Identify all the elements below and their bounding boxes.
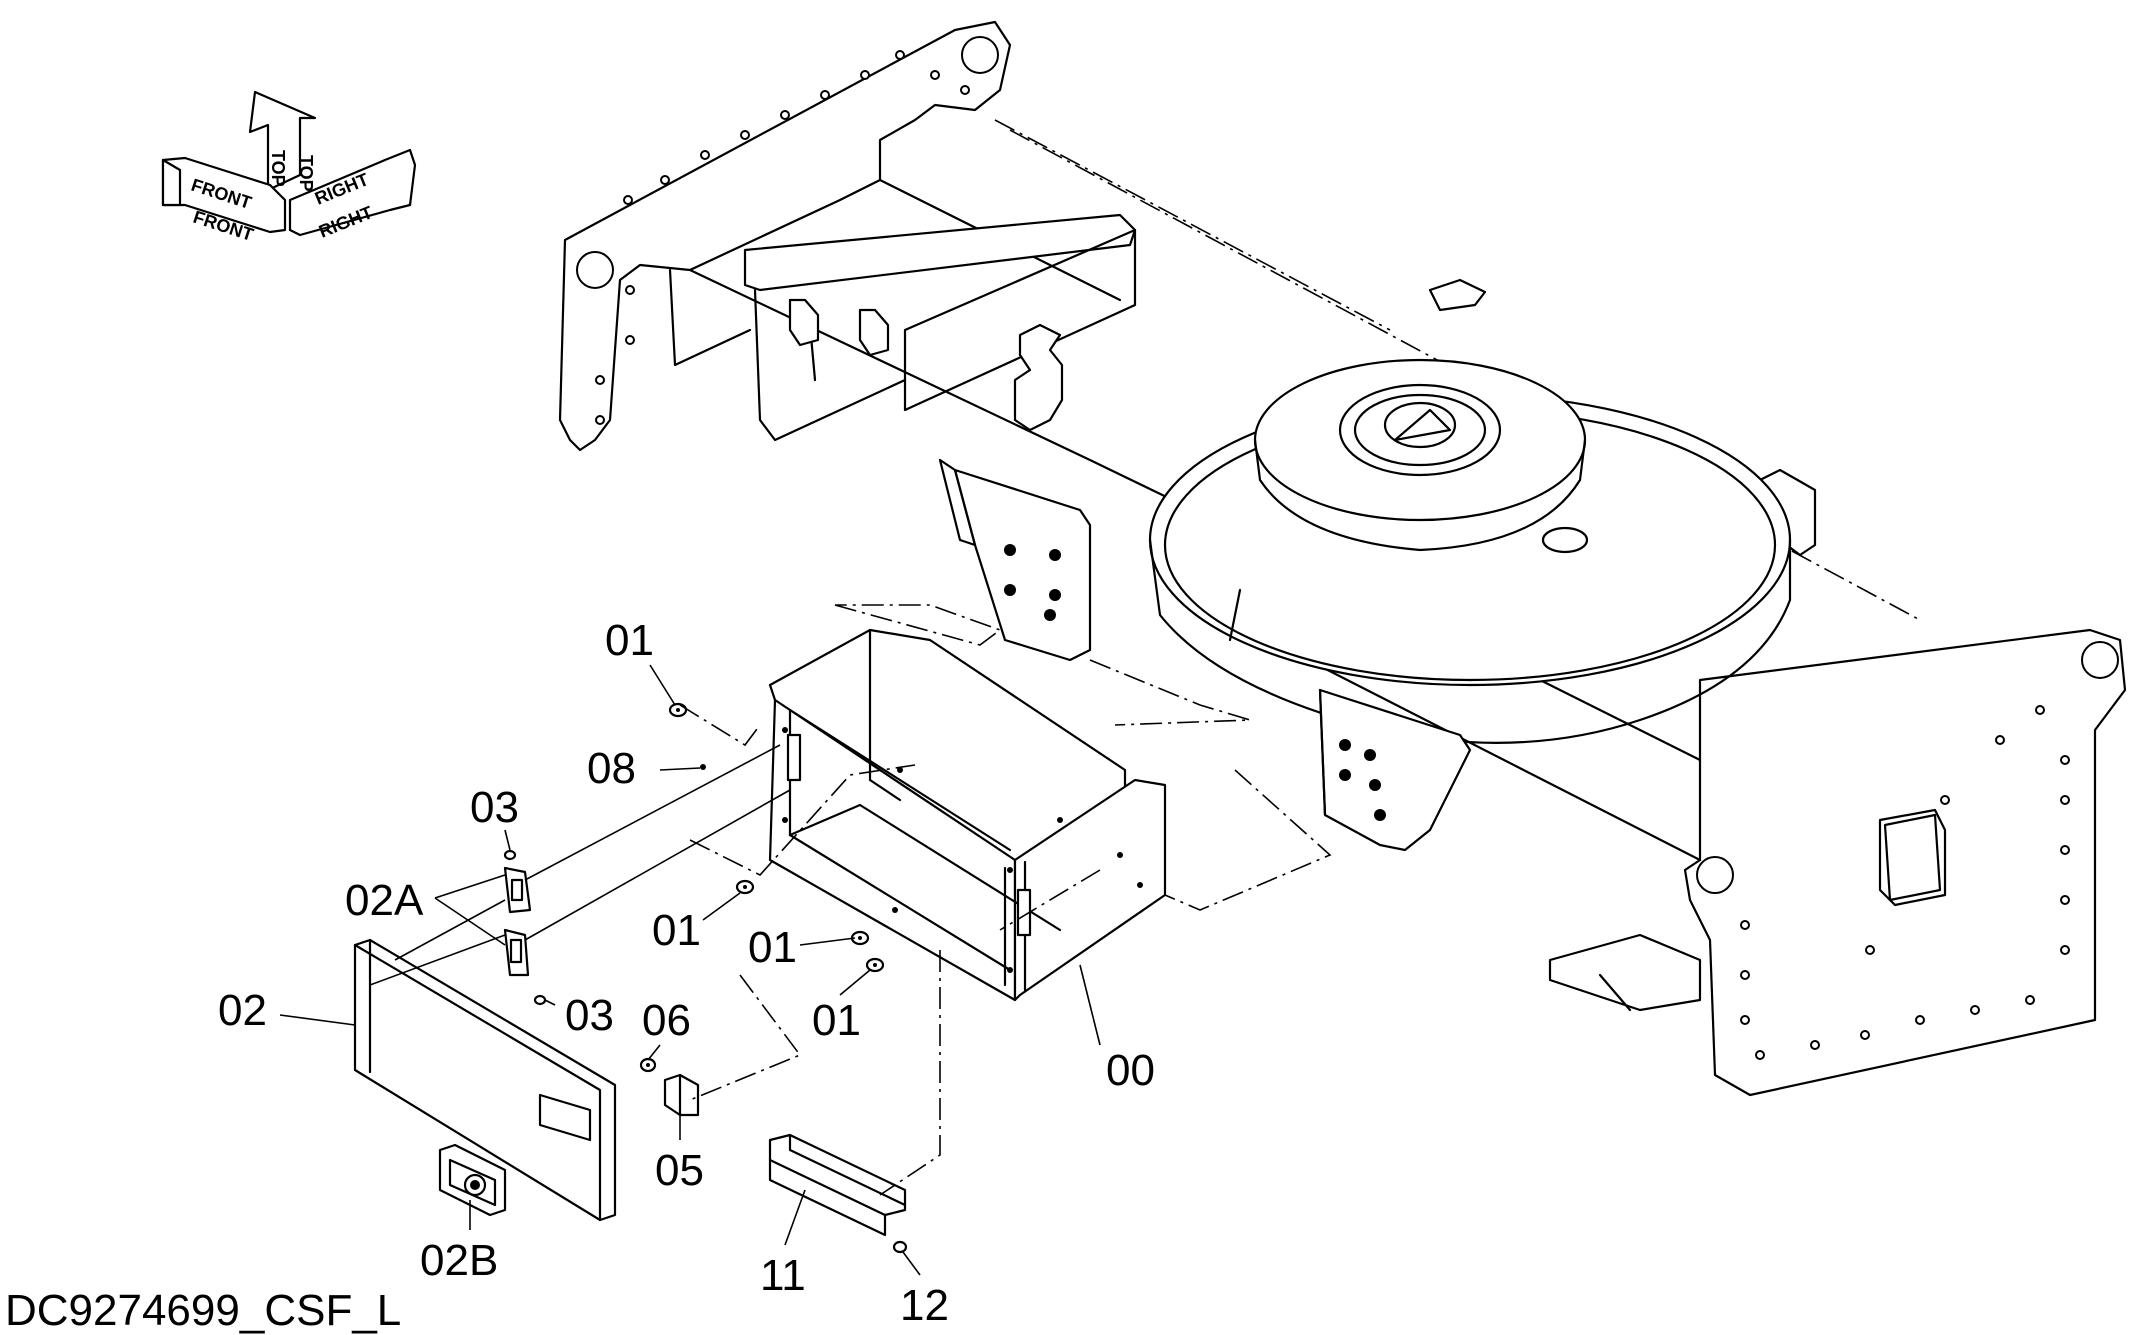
top-arrow-icon xyxy=(248,90,317,192)
callout-08: 08 xyxy=(587,744,636,793)
frame-mount-left xyxy=(938,458,1092,662)
callout-05: 05 xyxy=(655,1146,704,1195)
hinge-upper xyxy=(503,866,532,914)
callout-01-right: 01 xyxy=(812,996,861,1045)
callout-02b: 02B xyxy=(420,1236,498,1285)
callout-02: 02 xyxy=(218,986,267,1035)
callout-12: 12 xyxy=(900,1281,949,1330)
left-side-plate xyxy=(558,20,1012,452)
hinge-lower xyxy=(503,928,530,977)
toolbox-body xyxy=(768,628,1167,1002)
callout-03-upper: 03 xyxy=(470,783,519,832)
right-side-plate xyxy=(1683,628,2127,1097)
toolbox-door xyxy=(353,938,617,1222)
orientation-indicator: FRONT FRONT TOP TOP RIGHT RIGHT xyxy=(161,90,417,245)
frame-mount-right xyxy=(1318,688,1472,852)
door-catch xyxy=(663,1073,700,1117)
lifting-hook xyxy=(1013,323,1064,432)
callout-labels: 01 08 03 02A 01 01 01 03 02 06 00 05 02B… xyxy=(5,616,1155,1335)
top-label-2: TOP xyxy=(296,155,316,192)
callout-06: 06 xyxy=(642,996,691,1045)
callout-00: 00 xyxy=(1106,1046,1155,1095)
lower-bracket xyxy=(1548,933,1702,1012)
fasteners xyxy=(503,702,908,1254)
callout-11: 11 xyxy=(760,1251,806,1300)
top-label: TOP xyxy=(268,150,288,187)
callout-01-left: 01 xyxy=(652,906,701,955)
assembly-lines xyxy=(279,604,1332,1276)
callout-02a: 02A xyxy=(345,876,424,925)
callout-03-lower: 03 xyxy=(565,991,614,1040)
crossbeam xyxy=(743,213,1137,292)
tool-tray xyxy=(768,1133,907,1237)
callout-01-mid: 01 xyxy=(748,923,797,972)
drawing-id: DC9274699_CSF_L xyxy=(5,1286,401,1335)
access-hole xyxy=(1878,808,1947,907)
swing-bearing xyxy=(1148,358,1792,744)
door-latch xyxy=(438,1143,507,1217)
callout-01-top: 01 xyxy=(605,616,654,665)
door-lock-window xyxy=(538,1093,592,1142)
